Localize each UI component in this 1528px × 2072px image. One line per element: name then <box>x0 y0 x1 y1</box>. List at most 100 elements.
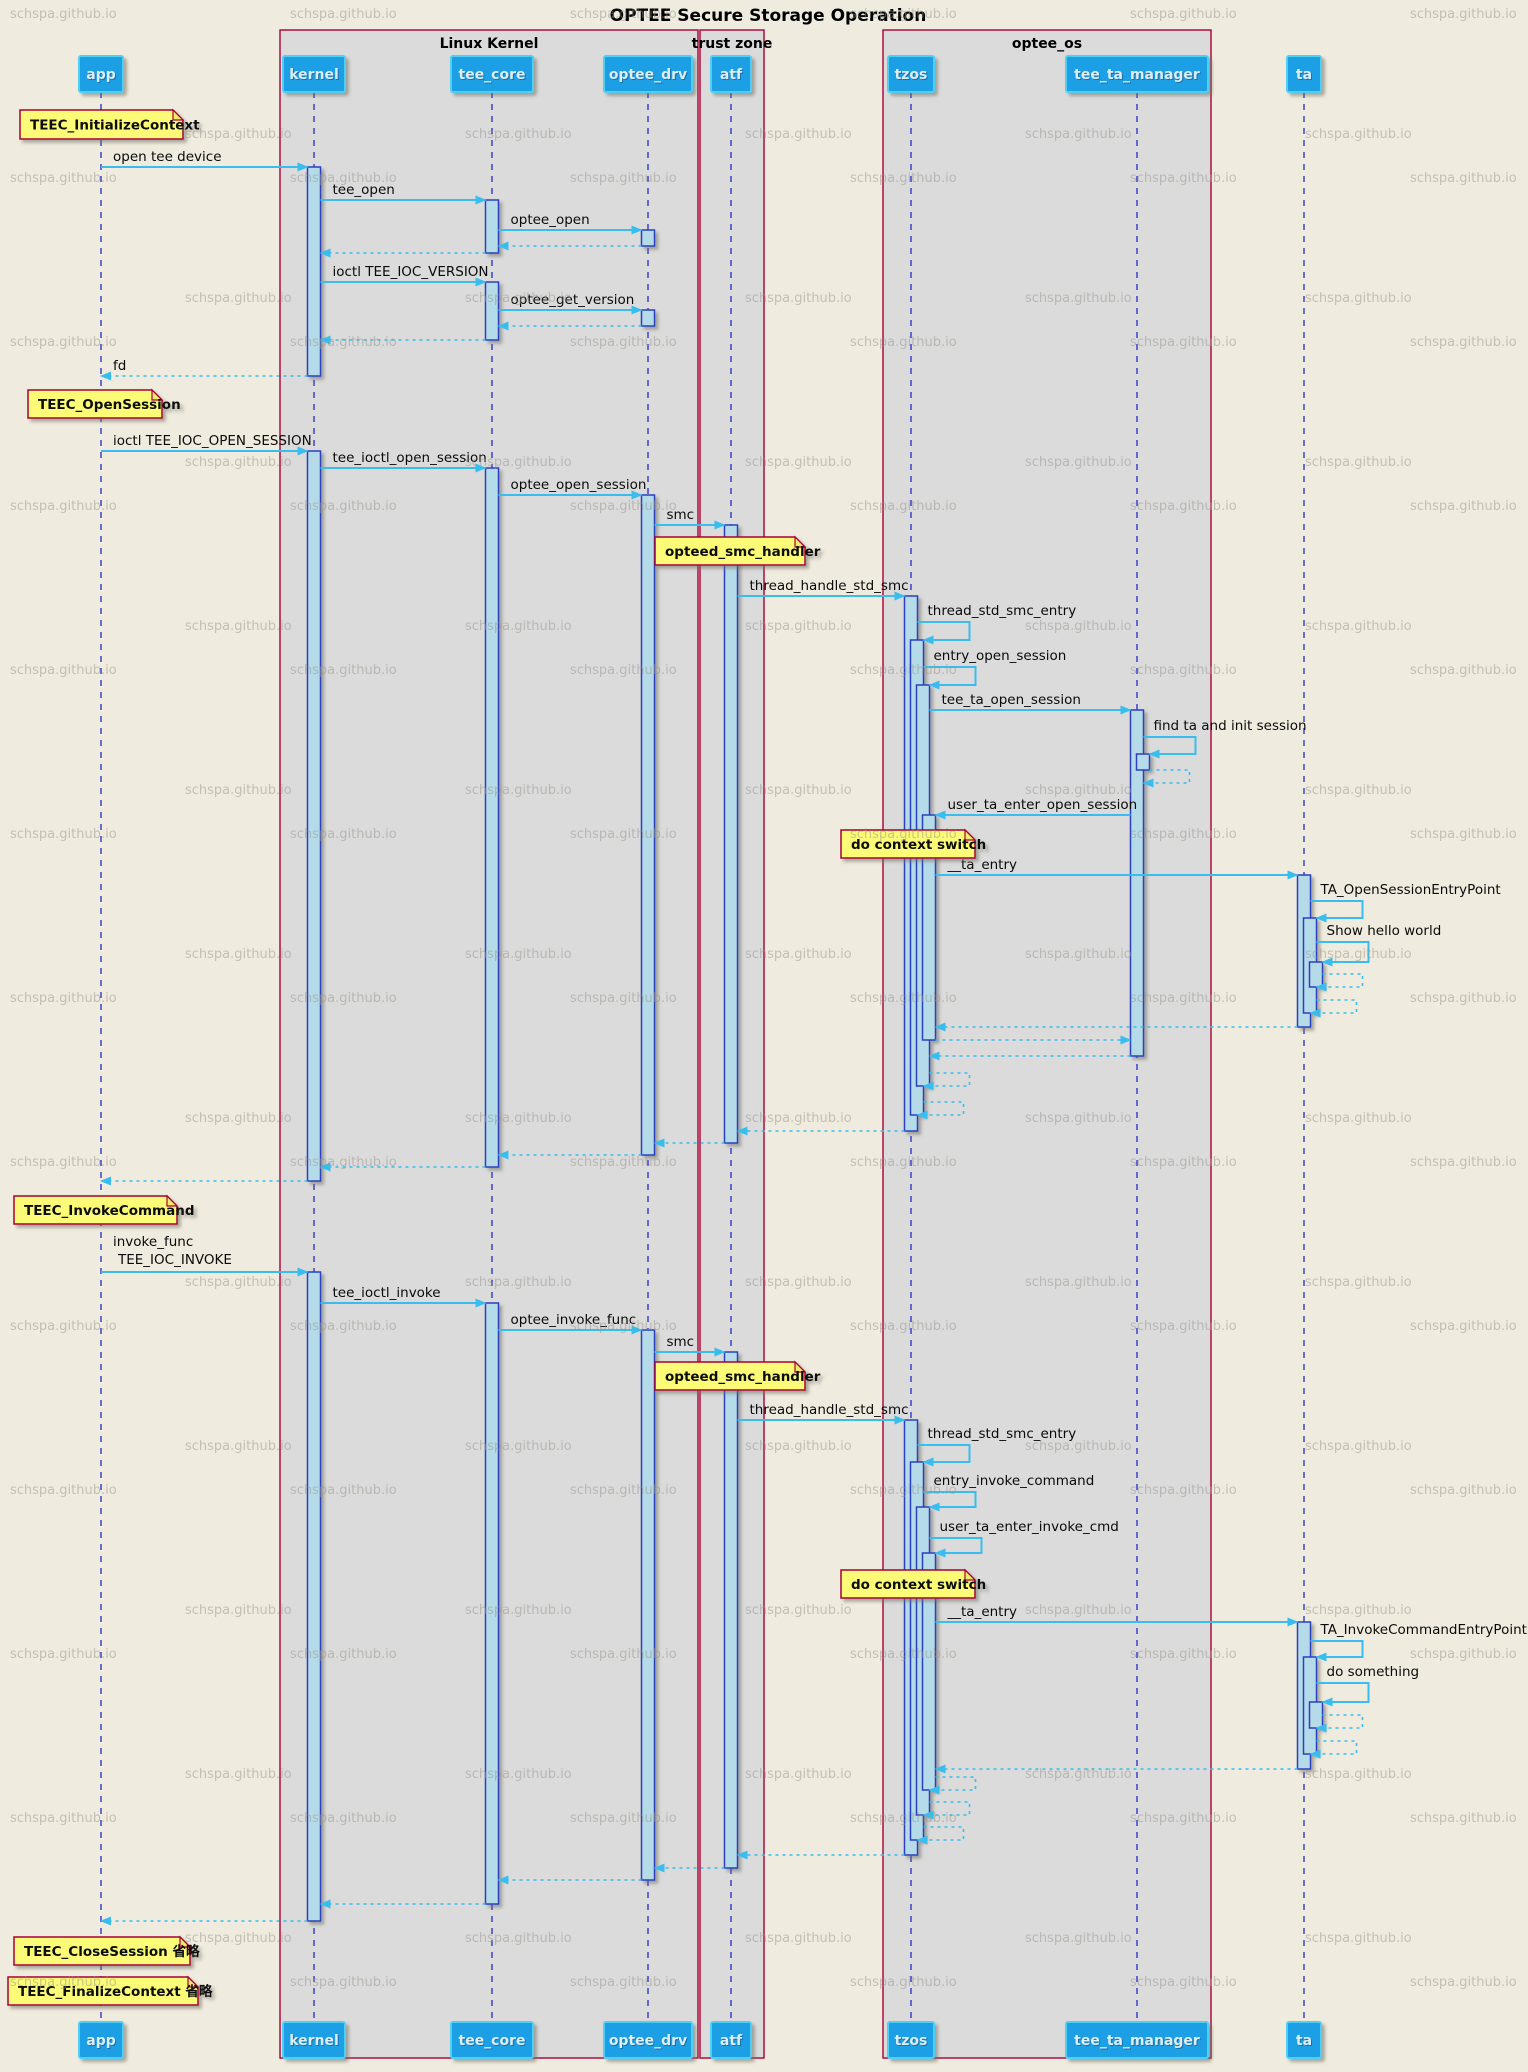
activation-bar <box>640 309 656 327</box>
participant-box <box>1065 55 1209 93</box>
participant-box <box>1286 2021 1322 2059</box>
watermark-text: schspa.github.io <box>570 1811 677 1826</box>
note-label: TEEC_CloseSession 省略 <box>24 1943 200 1960</box>
message-ioctl-tee-ioc-version: ioctl TEE_IOC_VERSION <box>320 264 489 287</box>
watermark-text: schspa.github.io <box>1025 1439 1132 1454</box>
watermark-text: schspa.github.io <box>1130 1811 1237 1826</box>
message-label: __ta_entry <box>947 857 1018 873</box>
watermark-text: schspa.github.io <box>1130 7 1237 22</box>
activation-bar <box>1129 709 1145 1057</box>
self-call-arrow <box>917 621 971 645</box>
note-label: TEEC_OpenSession <box>38 397 181 413</box>
participant-label: kernel <box>289 2033 339 2049</box>
frame-label: optee_os <box>1012 36 1082 52</box>
note-label: TEEC_InitializeContext <box>30 118 200 134</box>
watermark-text: schspa.github.io <box>185 291 292 306</box>
watermark-text: schspa.github.io <box>850 1975 957 1990</box>
watermark-text: schspa.github.io <box>465 127 572 142</box>
participant-box <box>78 2021 124 2059</box>
watermark-text: schspa.github.io <box>290 1811 397 1826</box>
participant-box <box>603 55 693 93</box>
note-fold-icon <box>172 108 185 121</box>
participant-box <box>710 55 752 93</box>
watermark-text: schspa.github.io <box>1410 1975 1517 1990</box>
activation-bar <box>921 814 937 1041</box>
participant-box <box>887 55 935 93</box>
note-fold-icon <box>794 535 807 548</box>
watermark-text: schspa.github.io <box>185 947 292 962</box>
participant-box <box>450 55 534 93</box>
message-label: smc <box>667 1334 695 1350</box>
participant-app-top: app <box>78 55 124 93</box>
self-call-arrow <box>929 1537 983 1558</box>
participant-atf-top: atf <box>710 55 752 93</box>
message-optee-get-version: optee_get_version <box>498 292 643 315</box>
message-label: tee_open <box>333 182 395 198</box>
message-label: Show hello world <box>1327 923 1442 939</box>
watermark-text: schspa.github.io <box>745 1111 852 1126</box>
message-ta-opensessionentrypoint: TA_OpenSessionEntryPoint <box>1310 882 1501 923</box>
watermark-text: schspa.github.io <box>185 1439 292 1454</box>
message-label: optee_open_session <box>511 477 647 493</box>
watermark-text: schspa.github.io <box>1130 827 1237 842</box>
self-call-arrow <box>917 1444 971 1467</box>
note-body <box>19 109 184 140</box>
note-label: opteed_smc_handler <box>665 1369 821 1385</box>
activation-bar <box>1308 961 1324 988</box>
participant-box <box>1286 55 1322 93</box>
watermark-text: schspa.github.io <box>850 1319 957 1334</box>
message-thread-handle-std-smc: thread_handle_std_smc <box>737 1402 909 1425</box>
note: TEEC_FinalizeContext 省略 <box>7 1975 213 2006</box>
message-label: open tee device <box>113 149 222 165</box>
diagram-title: OPTEE Secure Storage Operation <box>610 6 927 26</box>
watermark-text: schspa.github.io <box>290 827 397 842</box>
watermark-text: schspa.github.io <box>290 171 397 186</box>
watermark-text: schspa.github.io <box>1305 127 1412 142</box>
watermark-text: schspa.github.io <box>850 827 957 842</box>
message-label: thread_handle_std_smc <box>750 1402 909 1418</box>
watermark-text: schspa.github.io <box>850 7 957 22</box>
watermark-text: schspa.github.io <box>570 1647 677 1662</box>
watermark-text: schspa.github.io <box>290 1155 397 1170</box>
message-label: thread_std_smc_entry <box>928 1426 1077 1442</box>
watermark-text: schspa.github.io <box>1130 1483 1237 1498</box>
self-call-arrow <box>1310 900 1364 923</box>
message-label: smc <box>667 507 695 523</box>
participant-ta-top: ta <box>1286 55 1322 93</box>
activation-bar <box>306 166 322 377</box>
message-thread-std-smc-entry: thread_std_smc_entry <box>917 603 1076 645</box>
watermark-text: schspa.github.io <box>1130 171 1237 186</box>
participant-box <box>1065 2021 1209 2059</box>
note-fold-icon <box>151 388 164 401</box>
watermark-text: schspa.github.io <box>1130 335 1237 350</box>
message-label: TA_InvokeCommandEntryPoint <box>1320 1622 1527 1638</box>
participant-label: tzos <box>895 67 928 83</box>
participant-tee_ta_manager-bottom: tee_ta_manager <box>1065 2021 1209 2059</box>
message-label: optee_get_version <box>511 292 635 308</box>
watermark-text: schspa.github.io <box>1130 663 1237 678</box>
message-show-hello-world: Show hello world <box>1316 923 1442 967</box>
message-tee-ioctl-open-session: tee_ioctl_open_session <box>320 450 487 473</box>
participant-label: tee_ta_manager <box>1074 67 1200 83</box>
watermark-text: schspa.github.io <box>850 663 957 678</box>
participant-atf-bottom: atf <box>710 2021 752 2059</box>
watermark-text: schspa.github.io <box>1025 127 1132 142</box>
message-entry-invoke-command: entry_invoke_command <box>923 1473 1094 1512</box>
participant-label: atf <box>720 67 743 83</box>
activation-bar <box>640 494 656 1156</box>
participant-box <box>78 55 124 93</box>
watermark-text: schspa.github.io <box>10 335 117 350</box>
watermark-text: schspa.github.io <box>185 1767 292 1782</box>
note-fold-icon <box>179 1935 192 1948</box>
watermark-text: schspa.github.io <box>850 1483 957 1498</box>
watermark-text: schspa.github.io <box>1305 1931 1412 1946</box>
watermark-text: schspa.github.io <box>1025 1111 1132 1126</box>
participant-tzos-bottom: tzos <box>887 2021 935 2059</box>
message-label: optee_open <box>511 212 590 228</box>
message-label: ioctl TEE_IOC_OPEN_SESSION <box>113 433 312 449</box>
self-call-arrow <box>1316 941 1370 967</box>
watermark-text: schspa.github.io <box>1410 663 1517 678</box>
watermark-text: schspa.github.io <box>1305 783 1412 798</box>
